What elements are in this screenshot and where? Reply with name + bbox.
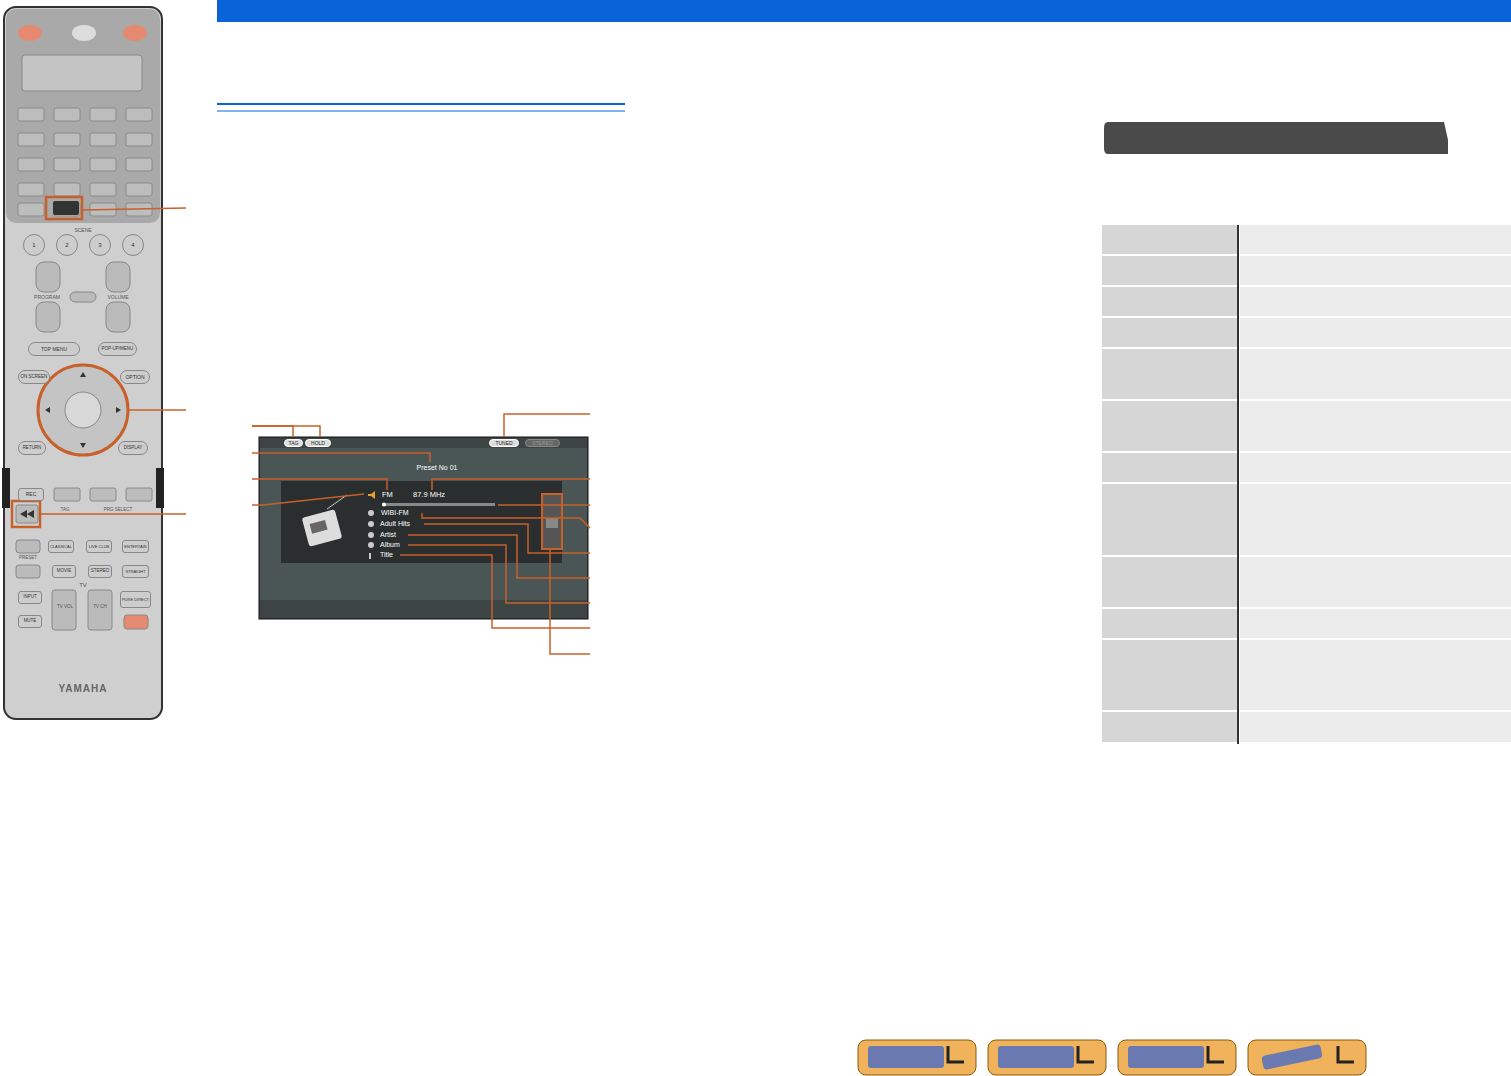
remote-label: TAG	[61, 508, 70, 513]
button-text: 2	[65, 242, 68, 248]
screen-text: Artist	[380, 531, 396, 538]
button-text: POP-UP/MENU	[102, 347, 134, 352]
remote-label: TV	[79, 582, 87, 588]
button-text: ON SCREEN	[21, 375, 48, 380]
remote-button: PURE DIRECT	[120, 591, 151, 608]
button-text: OPTION	[125, 375, 144, 380]
remote-label: SCENE	[74, 228, 91, 233]
button-text: STEREO	[91, 569, 110, 574]
remote-button: STRAIGHT	[122, 565, 149, 578]
status-badge: TAG	[284, 439, 303, 447]
remote-button: OPTION	[120, 370, 150, 384]
button-text: TAG	[289, 441, 299, 446]
remote-button: 4	[122, 234, 144, 256]
remote-label: VOLUME	[107, 295, 128, 300]
button-text: STEREO	[532, 441, 553, 446]
button-text: 4	[131, 242, 134, 248]
screen-text: Adult Hits	[380, 520, 410, 527]
remote-button: REC	[18, 488, 44, 501]
button-text: ENTERTAIN	[124, 545, 146, 549]
button-text: STRAIGHT	[125, 570, 145, 574]
button-text: HOLD	[311, 441, 325, 446]
button-text: MOVIE	[57, 569, 72, 574]
screen-text: 87.9 MHz	[413, 491, 445, 499]
remote-label: PRG SELECT	[104, 508, 133, 513]
button-text: 3	[98, 242, 101, 248]
remote-button: TOP MENU	[28, 342, 80, 356]
button-text: 1	[32, 242, 35, 248]
remote-button: DISPLAY	[118, 441, 148, 455]
remote-button: LIVE CLUB	[86, 540, 112, 553]
button-text: CLASSICAL	[50, 545, 72, 549]
screen-text: FM	[382, 491, 393, 499]
status-badge: HOLD	[305, 439, 331, 447]
remote-button: 3	[89, 234, 111, 256]
button-text: RETURN	[23, 446, 42, 451]
button-text: REC	[26, 492, 37, 497]
remote-label: PROGRAM	[34, 295, 60, 300]
remote-label: PRESET	[19, 556, 37, 561]
remote-button: STEREO	[88, 565, 112, 578]
remote-button: INPUT	[18, 591, 42, 604]
status-badge: STEREO	[525, 439, 560, 447]
button-text: TUNED	[495, 441, 512, 446]
remote-label: YAMAHA	[59, 684, 108, 694]
remote-button: 2	[56, 234, 78, 256]
button-text: TOP MENU	[41, 347, 67, 352]
button-text: MUTE	[24, 619, 37, 624]
button-text: INPUT	[23, 595, 37, 600]
screen-text: Title	[380, 551, 393, 558]
button-text: LIVE CLUB	[89, 545, 109, 549]
button-text: PURE DIRECT	[122, 598, 149, 602]
screen-text: Album	[380, 541, 400, 548]
screen-text: Preset No 01	[417, 464, 458, 471]
remote-button: 1	[23, 234, 45, 256]
screen-text: WIBI-FM	[381, 509, 409, 516]
remote-button: CLASSICAL	[48, 540, 74, 553]
remote-button: RETURN	[18, 441, 46, 455]
remote-button: MOVIE	[52, 565, 76, 578]
remote-button: POP-UP/MENU	[98, 342, 137, 356]
remote-button: ENTERTAIN	[122, 540, 149, 553]
remote-button: ON SCREEN	[18, 370, 50, 384]
remote-label: TV CH	[93, 605, 107, 610]
button-text: DISPLAY	[124, 446, 143, 451]
remote-button: MUTE	[18, 615, 42, 628]
status-badge: TUNED	[489, 439, 519, 447]
remote-label: TV VOL	[57, 605, 73, 610]
